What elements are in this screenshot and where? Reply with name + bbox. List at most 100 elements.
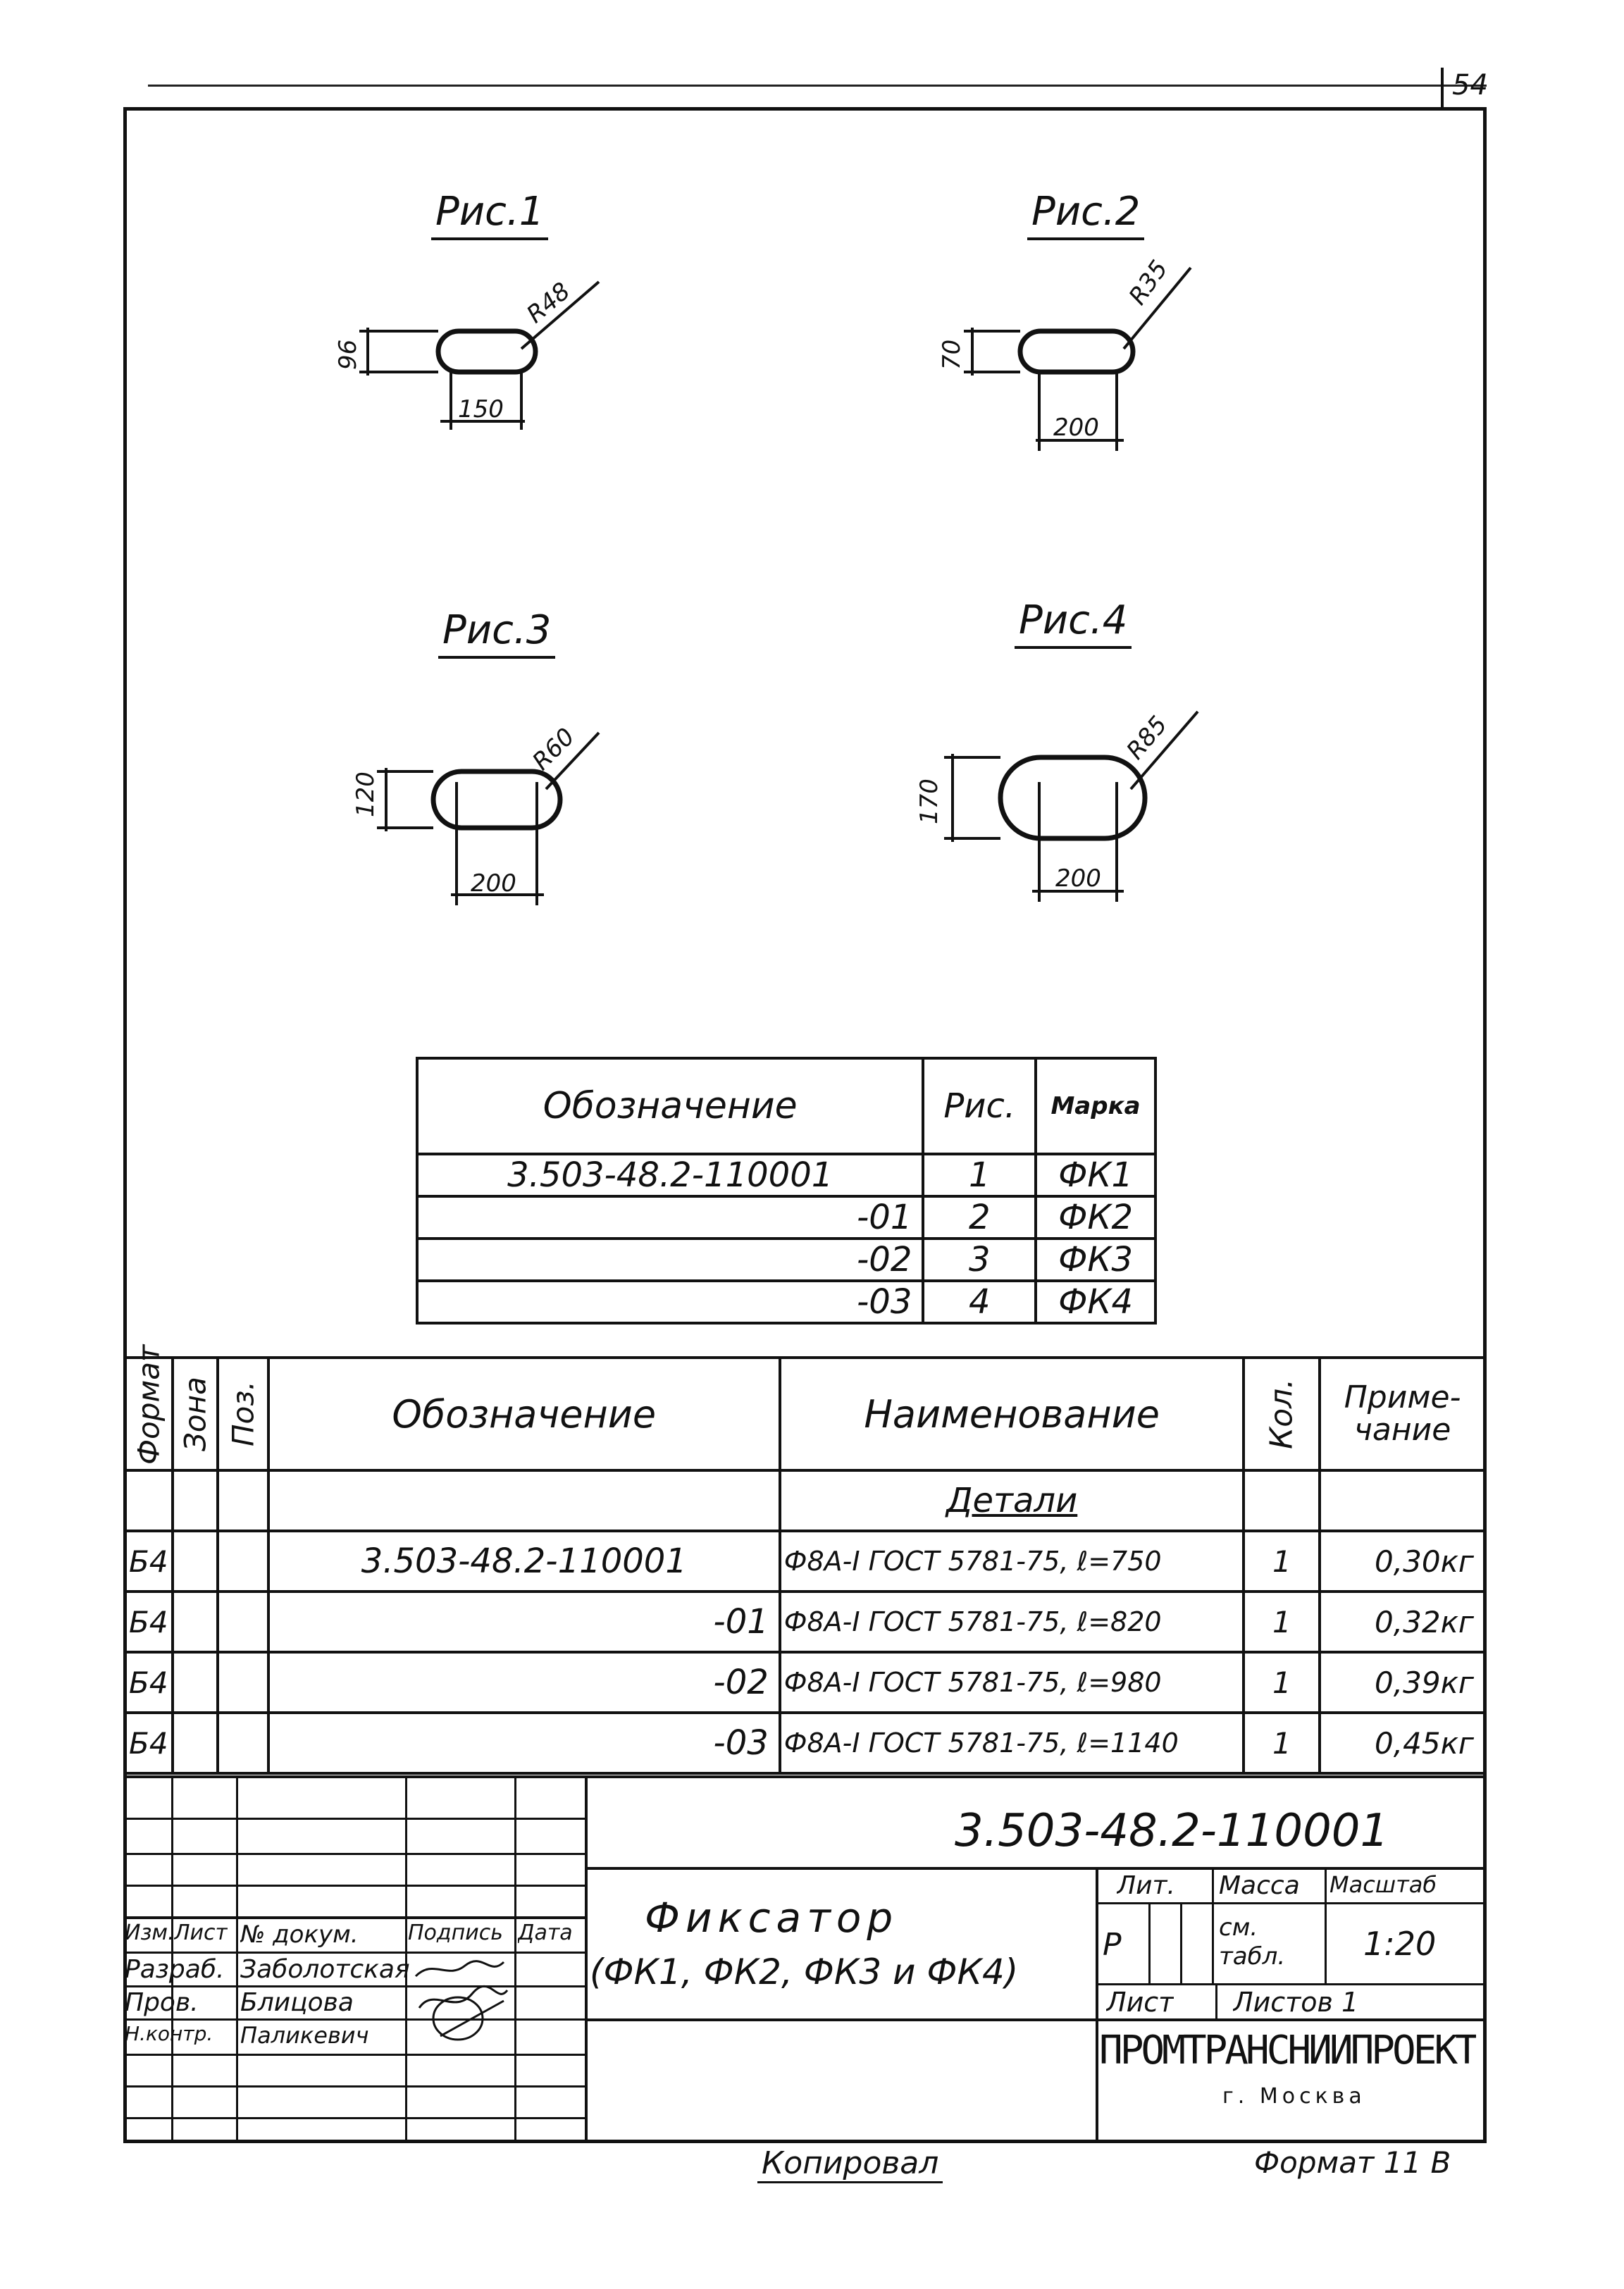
figure-2-title: Рис.2 [1027,189,1145,240]
spec-row: Б4 -02 Ф8А-I ГОСТ 5781-75, ℓ=980 1 0,39к… [123,1651,1487,1714]
figure-4-title: Рис.4 [1015,597,1132,649]
mark-designation: -02 [415,1237,925,1282]
specification-table: Формат Зона Поз. Обозначение Наименовани… [123,1345,1487,1775]
spec-zone [171,1590,219,1654]
spec-header-position: Поз. [217,1358,268,1470]
spec-zone [171,1530,219,1593]
mark-figure: 4 [922,1279,1038,1325]
title-role: Разраб. [125,1955,225,1984]
spec-zone [171,1651,219,1714]
mark-figure: 1 [922,1153,1038,1198]
figure-1-radius-label: R48 [521,277,576,329]
title-role: Пров. [125,1988,199,2017]
mark-row: 3.503-48.2-110001 1 ФК1 [415,1153,1157,1198]
spec-name: Ф8А-I ГОСТ 5781-75, ℓ=820 [778,1590,1246,1654]
spec-header-format: Формат [125,1345,173,1470]
mark-figure: 2 [922,1195,1038,1240]
spec-format: Б4 [123,1530,174,1593]
figure-2-shape [964,266,1192,451]
mark-header-mark: Марка [1034,1057,1157,1155]
figure-4-height-label: 170 [915,778,943,824]
spec-row: Б4 -01 Ф8А-I ГОСТ 5781-75, ℓ=820 1 0,32к… [123,1590,1487,1654]
signatures [414,1960,509,2041]
mark-row: -03 4 ФК4 [415,1279,1157,1325]
figure-3-height-label: 120 [352,771,380,817]
mark-code: ФК2 [1034,1195,1157,1240]
format-label: Формат 11 В [1254,2145,1451,2180]
spec-name: Ф8А-I ГОСТ 5781-75, ℓ=750 [778,1530,1246,1593]
title-organization: ПРОМТРАНСНИИПРОЕКТ [1099,2028,1476,2073]
mark-row: -01 2 ФК2 [415,1195,1157,1240]
mark-designation: -03 [415,1279,925,1325]
mark-figure: 3 [922,1237,1038,1282]
drawing-frame [123,107,1487,2143]
spec-format: Б4 [123,1711,174,1775]
title-scale-label: Масштаб [1329,1871,1437,1898]
figure-2-height-label: 70 [938,340,966,370]
title-mass-label: Масса [1219,1871,1300,1900]
title-col-sheet: Лист [174,1921,228,1945]
title-mass-value: см. табл. [1219,1913,1286,1971]
mark-table: Обозначение Рис. Марка 3.503-48.2-110001… [415,1057,1157,1325]
title-person-name: Заболотская [240,1955,410,1984]
figure-4-width-label: 200 [1055,864,1101,893]
mark-row: -02 3 ФК3 [415,1237,1157,1282]
figure-1-height-label: 96 [334,340,362,370]
title-lit-label: Лит. [1117,1871,1175,1900]
spec-position [216,1651,270,1714]
spec-header-note: Приме- чание [1318,1356,1487,1472]
copied-by-label: Копировал [757,2145,943,2183]
spec-header-designation: Обозначение [266,1356,781,1472]
title-person-name: Паликевич [240,2022,369,2049]
mark-header-designation: Обозначение [415,1057,925,1155]
spec-section-title: Детали [778,1469,1246,1532]
spec-row: Б4 -03 Ф8А-I ГОСТ 5781-75, ℓ=1140 1 0,45… [123,1711,1487,1775]
figure-4-shape [944,710,1199,902]
spec-quantity: 1 [1242,1590,1322,1654]
spec-note: 0,30кг [1318,1530,1487,1593]
title-item-name: Фиксатор [645,1894,899,1942]
title-col-doc-number: № докум. [240,1921,359,1949]
title-col-change: Изм. [125,1921,175,1945]
spec-note: 0,45кг [1318,1711,1487,1775]
figure-3-title: Рис.3 [438,607,556,659]
spec-position [216,1711,270,1775]
mark-code: ФК3 [1034,1237,1157,1282]
title-role: Н.контр. [125,2022,213,2045]
spec-quantity: 1 [1242,1711,1322,1775]
spec-name: Ф8А-I ГОСТ 5781-75, ℓ=980 [778,1651,1246,1714]
title-item-marks: (ФК1, ФК2, ФК3 и ФК4) [590,1952,1019,1992]
spec-position [216,1590,270,1654]
mark-designation: 3.503-48.2-110001 [415,1153,925,1198]
title-col-signature: Подпись [408,1921,503,1945]
mark-header-figure: Рис. [922,1057,1038,1155]
spec-zone [171,1711,219,1775]
spec-note: 0,32кг [1318,1590,1487,1654]
title-doc-code: 3.503-48.2-110001 [955,1805,1389,1857]
figure-2-width-label: 200 [1053,414,1099,442]
title-block: 3.503-48.2-110001 Фиксатор (ФК1, ФК2, ФК… [123,1775,1487,2143]
spec-note: 0,39кг [1318,1651,1487,1714]
figure-2-radius-label: R35 [1124,255,1174,310]
figure-4-radius-label: R85 [1121,711,1173,765]
spec-designation: -03 [266,1711,781,1775]
spec-format: Б4 [123,1651,174,1714]
mark-designation: -01 [415,1195,925,1240]
spec-designation: -01 [266,1590,781,1654]
spec-designation: 3.503-48.2-110001 [266,1530,781,1593]
figure-1-title: Рис.1 [431,189,549,240]
figure-3-radius-label: R60 [527,723,581,776]
mark-code: ФК4 [1034,1279,1157,1325]
figure-1-width-label: 150 [458,395,504,423]
spec-designation: -02 [266,1651,781,1714]
title-lit-value: Р [1103,1927,1122,1963]
spec-row: Б4 3.503-48.2-110001 Ф8А-I ГОСТ 5781-75,… [123,1530,1487,1593]
title-sheets-label: Листов 1 [1233,1987,1359,2018]
figure-3-width-label: 200 [471,869,516,898]
title-col-date: Дата [518,1921,573,1945]
spec-header-name: Наименование [778,1356,1246,1472]
title-scale-value: 1:20 [1363,1925,1437,1963]
spec-position [216,1530,270,1593]
figure-1-shape [359,280,600,430]
spec-name: Ф8А-I ГОСТ 5781-75, ℓ=1140 [778,1711,1246,1775]
